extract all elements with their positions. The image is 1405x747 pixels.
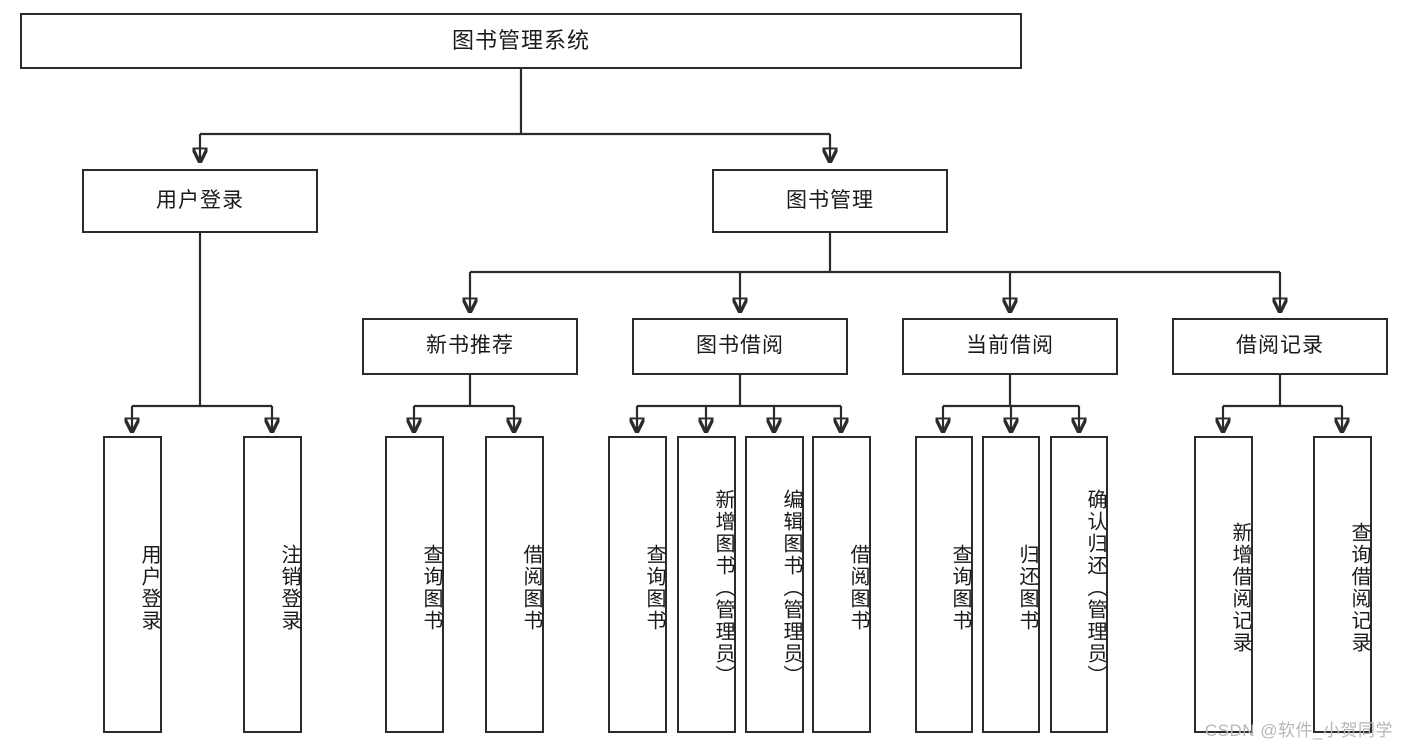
node-label: 新增图书（管理员）	[712, 488, 734, 687]
csdn-watermark: CSDN @软件_小贺同学	[1204, 721, 1393, 740]
leaf-current-borrow-confirm-return[interactable]: 确认归还（管理员）	[1050, 436, 1108, 733]
leaf-book-borrow-add[interactable]: 新增图书（管理员）	[677, 436, 736, 733]
node-label: 确认归还（管理员）	[1084, 488, 1106, 687]
node-label: 图书管理	[786, 188, 874, 212]
node-user-login[interactable]: 用户登录	[82, 169, 318, 233]
leaf-current-borrow-query[interactable]: 查询图书	[915, 436, 973, 733]
node-label: 当前借阅	[966, 334, 1054, 358]
node-label: 归还图书	[1016, 543, 1038, 632]
node-book-management[interactable]: 图书管理	[712, 169, 948, 233]
node-new-book-recommend[interactable]: 新书推荐	[362, 318, 578, 375]
node-current-borrow[interactable]: 当前借阅	[902, 318, 1118, 375]
node-label: 查询图书	[643, 543, 665, 632]
leaf-new-book-query[interactable]: 查询图书	[385, 436, 444, 733]
node-label: 查询借阅记录	[1348, 521, 1370, 654]
node-book-borrow[interactable]: 图书借阅	[632, 318, 848, 375]
node-label: 借阅记录	[1236, 334, 1324, 358]
node-label: 查询图书	[420, 543, 442, 632]
leaf-user-login-signin[interactable]: 用户登录	[103, 436, 162, 733]
node-label: 新增借阅记录	[1229, 521, 1251, 654]
node-label: 注销登录	[278, 543, 300, 632]
node-label: 新书推荐	[426, 334, 514, 358]
leaf-book-borrow-query[interactable]: 查询图书	[608, 436, 667, 733]
leaf-book-borrow-edit[interactable]: 编辑图书（管理员）	[745, 436, 804, 733]
leaf-current-borrow-return[interactable]: 归还图书	[982, 436, 1040, 733]
node-label: 图书借阅	[696, 334, 784, 358]
leaf-new-book-borrow[interactable]: 借阅图书	[485, 436, 544, 733]
node-label: 图书管理系统	[451, 28, 590, 54]
node-label: 查询图书	[949, 543, 971, 632]
leaf-book-borrow-borrow[interactable]: 借阅图书	[812, 436, 871, 733]
node-label: 借阅图书	[520, 543, 542, 632]
node-label: 用户登录	[156, 188, 244, 212]
node-label: 借阅图书	[847, 543, 869, 632]
leaf-user-login-signout[interactable]: 注销登录	[243, 436, 302, 733]
leaf-borrow-record-query[interactable]: 查询借阅记录	[1313, 436, 1372, 733]
node-label: 用户登录	[138, 543, 160, 632]
leaf-borrow-record-add[interactable]: 新增借阅记录	[1194, 436, 1253, 733]
node-label: 编辑图书（管理员）	[780, 488, 802, 687]
node-borrow-record[interactable]: 借阅记录	[1172, 318, 1388, 375]
node-root-system[interactable]: 图书管理系统	[20, 13, 1022, 69]
